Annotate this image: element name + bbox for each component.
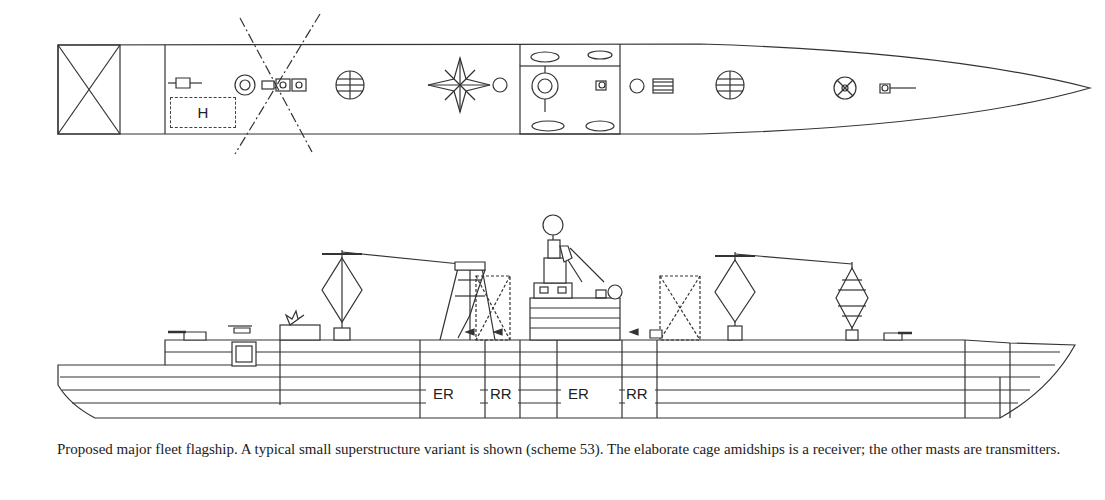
compartment-label: ER bbox=[568, 386, 589, 401]
hangar-box: H bbox=[170, 97, 236, 128]
compartment-label: RR bbox=[626, 386, 648, 401]
compartment-label: RR bbox=[490, 386, 512, 401]
figure-caption: Proposed major fleet flagship. A typical… bbox=[57, 440, 1092, 459]
node-text: H bbox=[198, 104, 209, 121]
compartment-label: ER bbox=[433, 386, 454, 401]
